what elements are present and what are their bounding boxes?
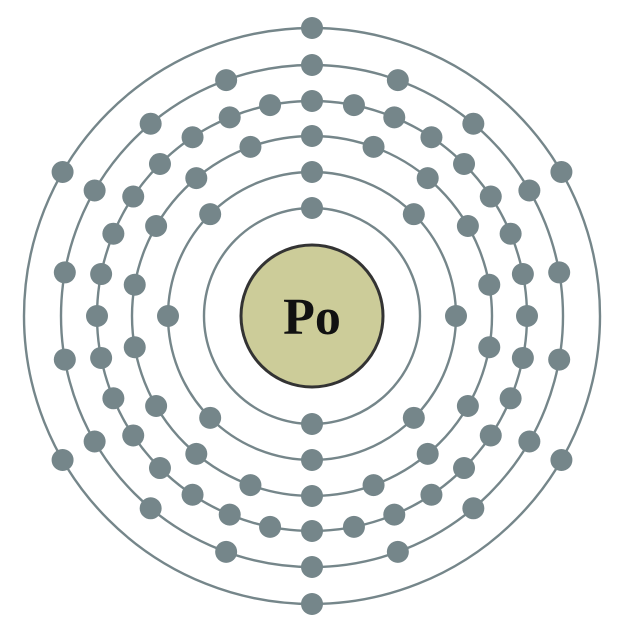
- electron-shell-4: [342, 515, 365, 538]
- electron-shell-4: [181, 483, 204, 506]
- electron-shell-4: [259, 94, 282, 117]
- electron-shell-4: [122, 185, 145, 208]
- electrons: [51, 17, 573, 615]
- electron-shell-3: [301, 125, 323, 147]
- electron-shell-5: [301, 54, 323, 76]
- electron-shell-4: [511, 346, 534, 369]
- electron-shell-4: [342, 94, 365, 117]
- electron-shell-5: [215, 69, 238, 92]
- electron-shell-4: [181, 126, 204, 149]
- electron-shell-4: [218, 106, 241, 129]
- electron-shell-6: [51, 449, 74, 471]
- electron-shell-5: [548, 261, 571, 284]
- electron-shell-5: [53, 261, 76, 284]
- electron-shell-5: [386, 540, 409, 563]
- electron-shell-3: [185, 442, 208, 465]
- electron-shell-2: [199, 406, 222, 429]
- electron-shell-4: [122, 424, 145, 447]
- electron-shell-4: [148, 457, 171, 480]
- electron-shell-4: [90, 263, 113, 286]
- electron-shell-5: [83, 179, 106, 202]
- electron-shell-3: [185, 167, 208, 190]
- electron-shell-4: [453, 152, 476, 175]
- electron-shell-4: [516, 305, 538, 327]
- electron-shell-4: [90, 346, 113, 369]
- electron-shell-3: [478, 273, 501, 296]
- electron-shell-3: [145, 395, 168, 417]
- electron-shell-3: [416, 167, 439, 190]
- electron-shell-4: [301, 90, 323, 112]
- electron-shell-5: [548, 348, 571, 371]
- electron-shell-3: [123, 273, 146, 296]
- electron-shell-5: [53, 348, 76, 371]
- electron-shell-2: [402, 203, 425, 226]
- electron-shell-6: [301, 17, 323, 39]
- electron-shell-4: [102, 387, 125, 410]
- electron-shell-3: [239, 474, 262, 497]
- electron-shell-3: [478, 336, 501, 359]
- nucleus: [239, 243, 385, 389]
- electron-shell-3: [362, 474, 385, 497]
- electron-shell-4: [511, 263, 534, 286]
- electron-shell-2: [402, 406, 425, 429]
- electron-shell-3: [145, 215, 168, 237]
- electron-shell-4: [383, 503, 406, 526]
- electron-shell-5: [462, 112, 485, 135]
- electron-shell-3: [416, 442, 439, 465]
- electron-shell-4: [420, 126, 443, 149]
- electron-shell-5: [215, 540, 238, 563]
- electron-shell-3: [123, 336, 146, 359]
- electron-shell-4: [86, 305, 108, 327]
- electron-shell-3: [456, 215, 479, 237]
- electron-shell-2: [445, 305, 467, 327]
- electron-shell-4: [301, 520, 323, 542]
- electron-shell-1: [301, 197, 323, 219]
- electron-shell-3: [362, 135, 385, 158]
- electron-shell-5: [462, 497, 485, 520]
- electron-shell-3: [239, 135, 262, 158]
- electron-shell-5: [139, 112, 162, 135]
- electron-shell-4: [479, 185, 502, 208]
- electron-shell-6: [550, 449, 573, 471]
- electron-shell-4: [102, 222, 125, 245]
- electron-shell-4: [453, 457, 476, 480]
- electron-shell-5: [518, 430, 541, 453]
- element-symbol: Po: [283, 289, 341, 346]
- electron-shell-4: [499, 222, 522, 245]
- electron-shell-5: [83, 430, 106, 453]
- electron-shell-3: [301, 485, 323, 507]
- electron-shell-4: [218, 503, 241, 526]
- electron-shell-4: [499, 387, 522, 410]
- electron-shell-5: [301, 556, 323, 578]
- electron-shell-6: [550, 161, 573, 183]
- electron-shell-2: [301, 161, 323, 183]
- electron-shell-5: [518, 179, 541, 202]
- electron-shell-6: [301, 593, 323, 615]
- electron-shell-5: [139, 497, 162, 520]
- electron-shell-4: [383, 106, 406, 129]
- electron-shell-3: [456, 395, 479, 417]
- electron-shell-6: [51, 161, 74, 183]
- electron-shell-2: [199, 203, 222, 226]
- electron-shell-4: [259, 515, 282, 538]
- electron-shell-1: [301, 413, 323, 435]
- electron-shell-2: [301, 449, 323, 471]
- electron-shell-4: [148, 152, 171, 175]
- electron-shell-5: [386, 69, 409, 92]
- electron-shell-2: [157, 305, 179, 327]
- electron-shell-4: [420, 483, 443, 506]
- electron-shell-4: [479, 424, 502, 447]
